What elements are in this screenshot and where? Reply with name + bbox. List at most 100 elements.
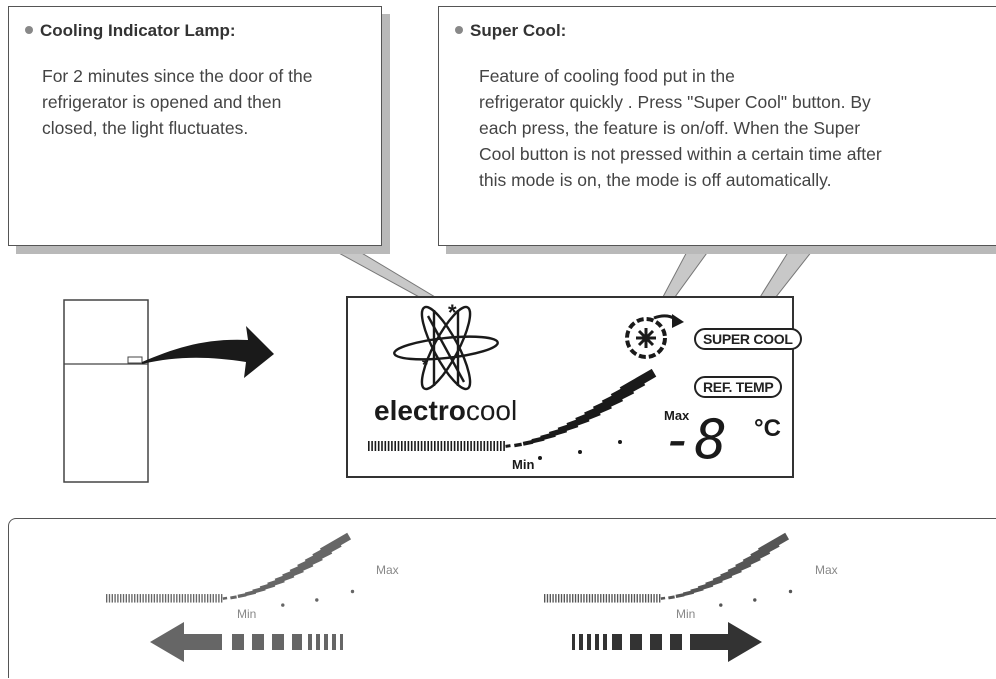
gauge-tick [204,594,206,603]
gauge-segment [675,593,685,599]
gauge-tick [159,594,161,603]
gauge-segment [668,595,675,600]
gauge-tick [611,594,613,603]
left-max-label: Max [376,563,399,577]
super-cool-button[interactable]: SUPER COOL [694,328,802,350]
gauge-tick [460,441,462,451]
max-label: Max [664,408,690,423]
gauge-tick [106,594,108,603]
gauge-tick [391,441,393,451]
gauge-tick [108,594,111,603]
gauge-tick [560,594,563,603]
gauge-tick [122,594,125,603]
gauge-tick [117,594,119,603]
gauge-tick [401,441,403,451]
gauge-tick [114,594,116,603]
gauge-segment [514,442,522,448]
gauge-tick [131,594,133,603]
temperature-gauge [368,368,657,460]
gauge-tick [583,594,585,603]
gauge-tick [619,594,622,603]
gauge-tick [142,594,144,603]
gauge-tick [148,594,150,603]
gauge-tick [633,594,636,603]
gauge-tick [195,594,198,603]
increase-gauge [544,532,793,607]
gauge-tick [134,594,136,603]
gauge-tick [167,594,170,603]
gauge-tick [430,441,433,451]
bullet-icon [25,25,33,34]
gauge-tick [377,441,380,451]
gauge-tick [493,441,495,451]
gauge-segment [505,444,511,448]
gauge-tick [420,441,423,451]
super-cool-description: Feature of cooling food put in the refri… [479,66,882,190]
gauge-tick [371,441,373,451]
gauge-tick [574,594,577,603]
right-min-label: Min [676,607,695,621]
electrocool-logo-icon [393,305,499,391]
gauge-tick [128,594,130,603]
gauge-tick [424,441,426,451]
gauge-tick [500,441,502,451]
gauge-tick [602,594,605,603]
gauge-segment [222,596,228,600]
gauge-tick [653,594,655,603]
temperature-adjustment-panel [8,518,996,678]
gauge-dot [578,450,582,454]
gauge-tick [563,594,565,603]
gauge-tick [443,441,446,451]
gauge-tick [209,594,212,603]
gauge-tick [644,594,647,603]
gauge-tick [414,441,416,451]
gauge-tick [381,441,383,451]
gauge-tick [407,441,410,451]
gauge-tick [368,441,370,451]
gauge-tick [483,441,486,451]
temperature-unit: °C [754,415,781,442]
gauge-tick [467,441,469,451]
gauge-segment [757,532,790,556]
gauge-tick [605,594,608,603]
gauge-tick [594,594,596,603]
gauge-tick [597,594,599,603]
gauge-tick [642,594,644,603]
gauge-tick [490,441,492,451]
gauge-tick [555,594,557,603]
gauge-tick [218,594,220,603]
gauge-tick [387,441,390,451]
gauge-tick [591,594,594,603]
gauge-tick [201,594,203,603]
gauge-dot [788,589,793,594]
gauge-tick [417,441,420,451]
gauge-tick [496,441,499,451]
gauge-segment [230,595,237,600]
gauge-tick [625,594,627,603]
cooling-indicator-callout: Cooling Indicator Lamp: For 2 minutes si… [8,6,382,246]
gauge-tick [639,594,641,603]
gauge-segment [660,596,666,600]
gauge-tick [162,594,164,603]
gauge-tick [450,441,453,451]
ref-temp-button[interactable]: REF. TEMP [694,376,783,398]
gauge-tick [572,594,574,603]
gauge-tick [470,441,472,451]
gauge-tick [636,594,638,603]
gauge-tick [463,441,466,451]
svg-text:*: * [448,300,457,325]
gauge-dot [538,456,542,460]
gauge-tick [628,594,630,603]
gauge-tick [206,594,209,603]
gauge-tick [120,594,122,603]
temperature-readout: -8 [662,408,727,471]
gauge-tick [145,594,147,603]
gauge-tick [184,594,186,603]
gauge-tick [473,441,476,451]
decrease-gauge [106,532,355,607]
brand-bold-text: electro [374,395,466,426]
gauge-tick [176,594,178,603]
gauge-tick [486,441,489,451]
left-min-label: Min [237,607,256,621]
gauge-tick [447,441,449,451]
